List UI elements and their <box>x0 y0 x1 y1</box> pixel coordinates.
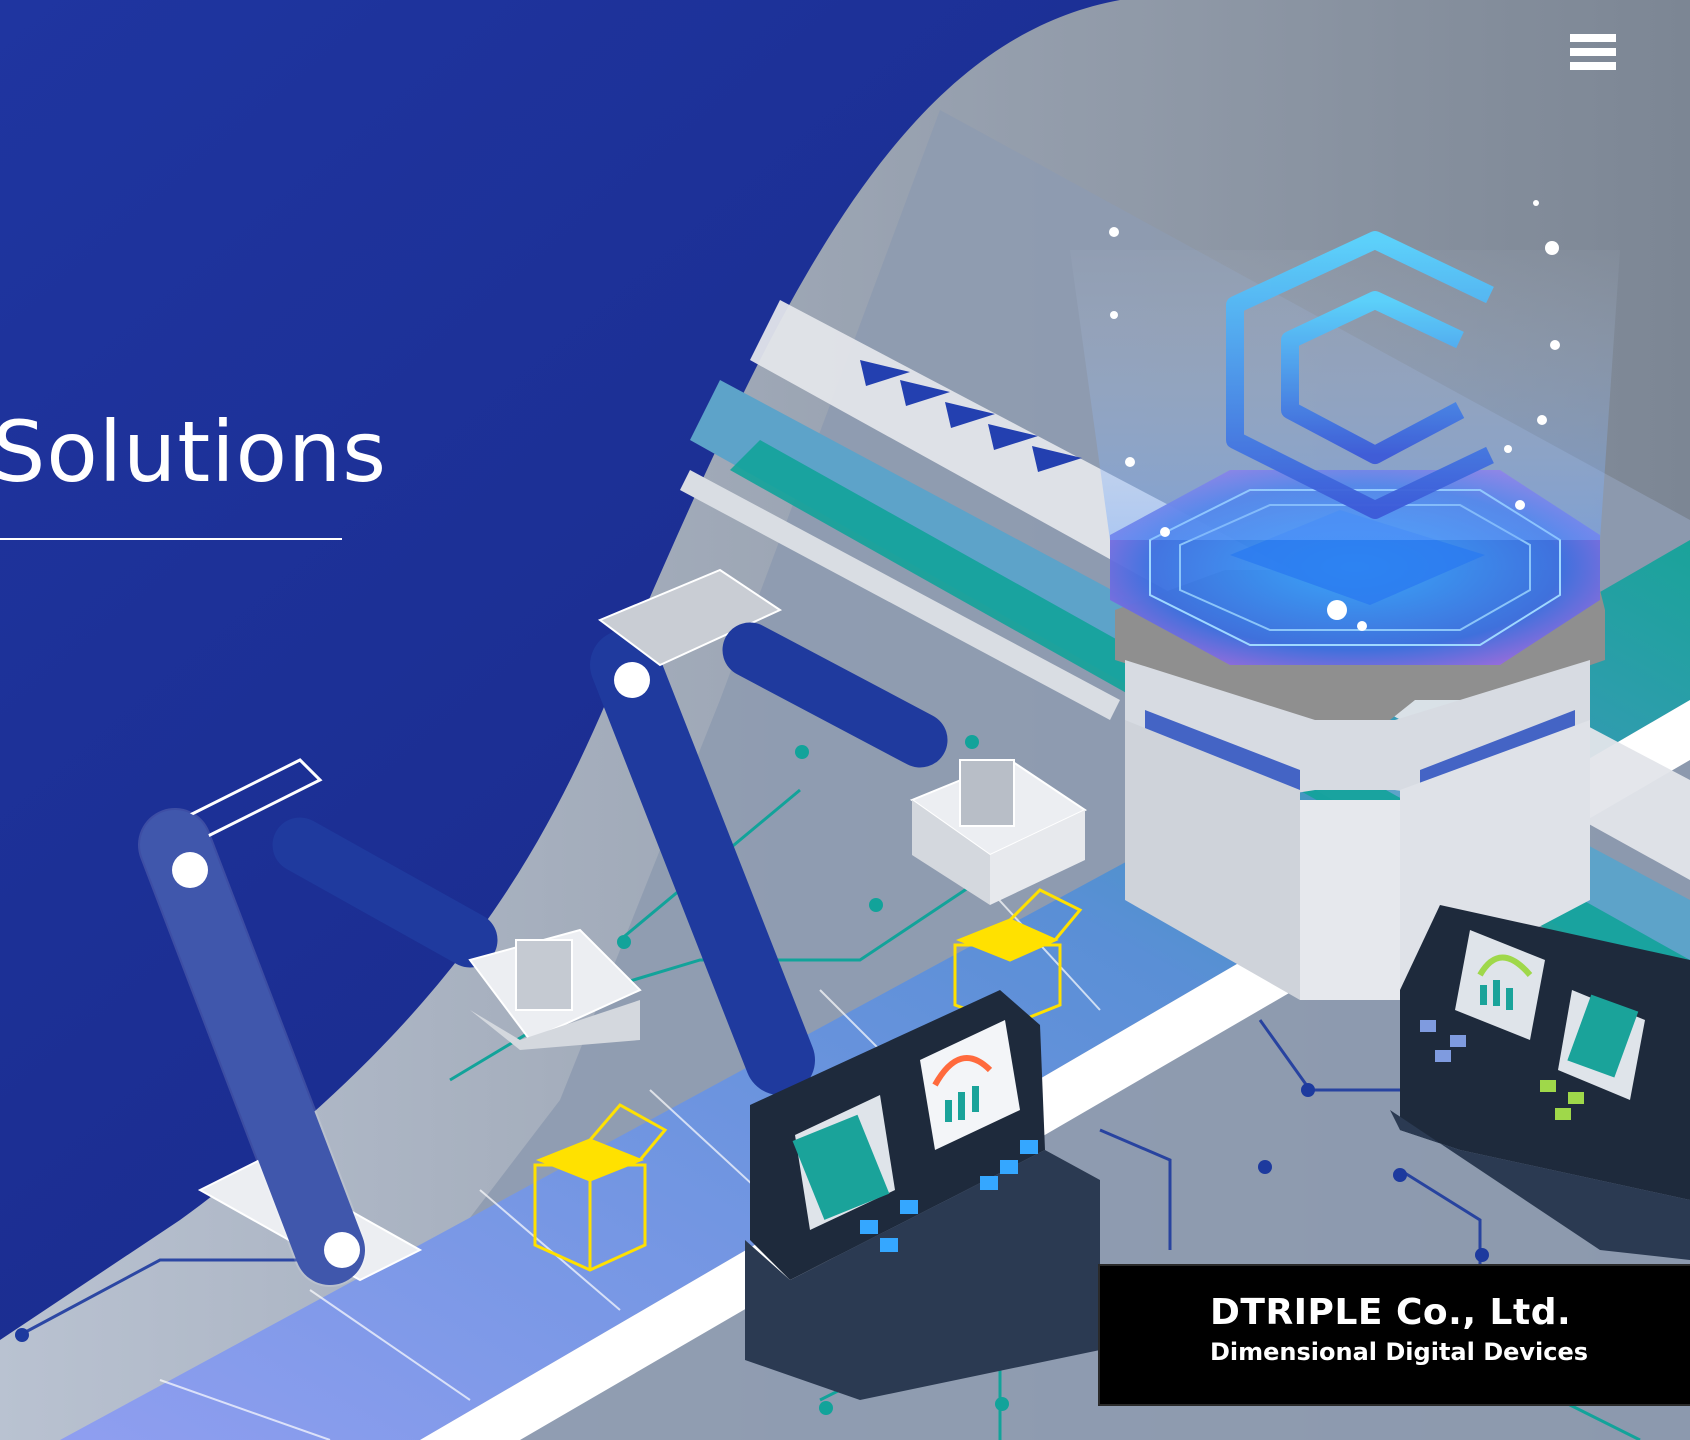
brand-tagline: Dimensional Digital Devices <box>1210 1338 1589 1366</box>
brand-name: DTRIPLE Co., Ltd. <box>1210 1292 1572 1333</box>
title-underline <box>0 538 342 540</box>
page-title: Solutions <box>0 403 387 501</box>
brand-badge: DTRIPLE Co., Ltd. Dimensional Digital De… <box>1100 1266 1690 1404</box>
menu-bar-icon <box>1570 48 1616 56</box>
menu-bar-icon <box>1570 34 1616 42</box>
hamburger-menu-button[interactable] <box>1570 34 1620 78</box>
menu-bar-icon <box>1570 62 1616 70</box>
